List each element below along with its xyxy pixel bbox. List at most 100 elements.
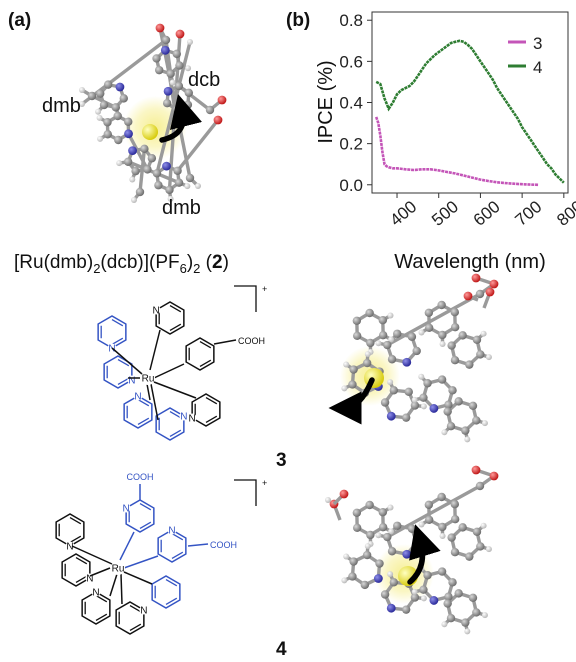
atom [123, 157, 133, 166]
atom [152, 54, 161, 63]
atom [388, 336, 395, 343]
atom [213, 115, 223, 125]
atom [472, 608, 481, 617]
atom [205, 105, 215, 115]
atom [175, 61, 184, 70]
bond [385, 484, 482, 539]
double-bond [171, 532, 184, 541]
atom [471, 465, 481, 475]
atom [485, 546, 492, 553]
atom [119, 94, 128, 103]
atom [383, 532, 392, 542]
atom [173, 166, 182, 175]
n-atom-label: N [108, 344, 115, 355]
atom [114, 135, 123, 145]
double-bond [165, 597, 178, 606]
atom [364, 351, 371, 358]
atom [154, 65, 164, 75]
x-tick-label: 400 [386, 197, 420, 230]
atom [172, 49, 182, 59]
aromatic-ring [155, 301, 185, 335]
aromatic-ring [151, 575, 181, 609]
atom [411, 588, 418, 595]
atom [475, 289, 485, 299]
atom [419, 393, 428, 402]
double-bond [169, 304, 182, 313]
charge-bracket-4 [234, 479, 257, 506]
double-bond [117, 377, 130, 386]
aromatic-ring [103, 355, 133, 389]
atom [131, 166, 140, 176]
atom [79, 101, 85, 107]
n-atom-label: N [86, 574, 93, 585]
x-tick-label: 500 [428, 197, 462, 230]
atom [103, 118, 112, 127]
aromatic-ring [125, 499, 155, 533]
atom [387, 547, 397, 556]
atom [352, 331, 362, 341]
n-atom-label: N [168, 526, 175, 537]
compound-4-label: 4 [276, 639, 287, 660]
cooh-right-label-4: COOH [210, 540, 237, 550]
atom [472, 416, 481, 425]
n-atom-mask [187, 413, 197, 423]
atom [441, 621, 448, 628]
atom [165, 185, 174, 195]
legend-label-3: 3 [533, 34, 542, 53]
atom [155, 23, 165, 33]
atom [407, 332, 417, 341]
atom [485, 354, 492, 361]
atom [450, 514, 460, 524]
atom [465, 552, 474, 561]
atom [429, 404, 439, 413]
atom [103, 130, 112, 139]
double-bond [171, 551, 184, 560]
y-tick-label: 0.4 [339, 94, 363, 113]
atom [464, 628, 471, 635]
n-atom-label: N [140, 606, 147, 617]
atom [166, 69, 175, 78]
atom [410, 401, 420, 410]
structure-3-ball-and-stick [328, 273, 499, 443]
atom [174, 178, 184, 187]
atom [443, 599, 452, 608]
atom [401, 413, 411, 422]
bond [80, 38, 168, 106]
atom [167, 195, 174, 202]
atom [464, 436, 471, 443]
atom [424, 308, 434, 318]
atom [447, 533, 456, 542]
atom [383, 340, 392, 350]
atom [343, 361, 350, 368]
atom [489, 471, 499, 481]
n-atom-label: N [92, 588, 99, 599]
ipce-chart: IPCE (%) Wavelength (nm) 0.00.20.40.60.8… [315, 11, 576, 273]
atom [446, 613, 456, 623]
atom [174, 81, 184, 91]
atom [352, 508, 362, 518]
atom [348, 572, 357, 581]
panel-b-label: (b) [286, 10, 310, 31]
atom [423, 379, 432, 388]
aromatic-ring [157, 529, 187, 563]
structure-4-ball-and-stick [325, 465, 499, 635]
atom [454, 397, 463, 406]
atom [472, 527, 482, 537]
atom [476, 350, 485, 359]
x-axis-title: Wavelength (nm) [394, 251, 546, 273]
atom [401, 605, 411, 614]
ru-atom-label-4: Ru [112, 564, 125, 575]
atom [140, 144, 149, 154]
atom [366, 338, 375, 348]
atom [475, 481, 485, 491]
atom [195, 183, 201, 189]
atom [95, 108, 102, 115]
atom [79, 87, 85, 93]
atom [348, 380, 357, 389]
atom [444, 592, 453, 601]
atom [183, 100, 193, 109]
aromatic-ring [191, 393, 221, 427]
atom [124, 129, 133, 139]
